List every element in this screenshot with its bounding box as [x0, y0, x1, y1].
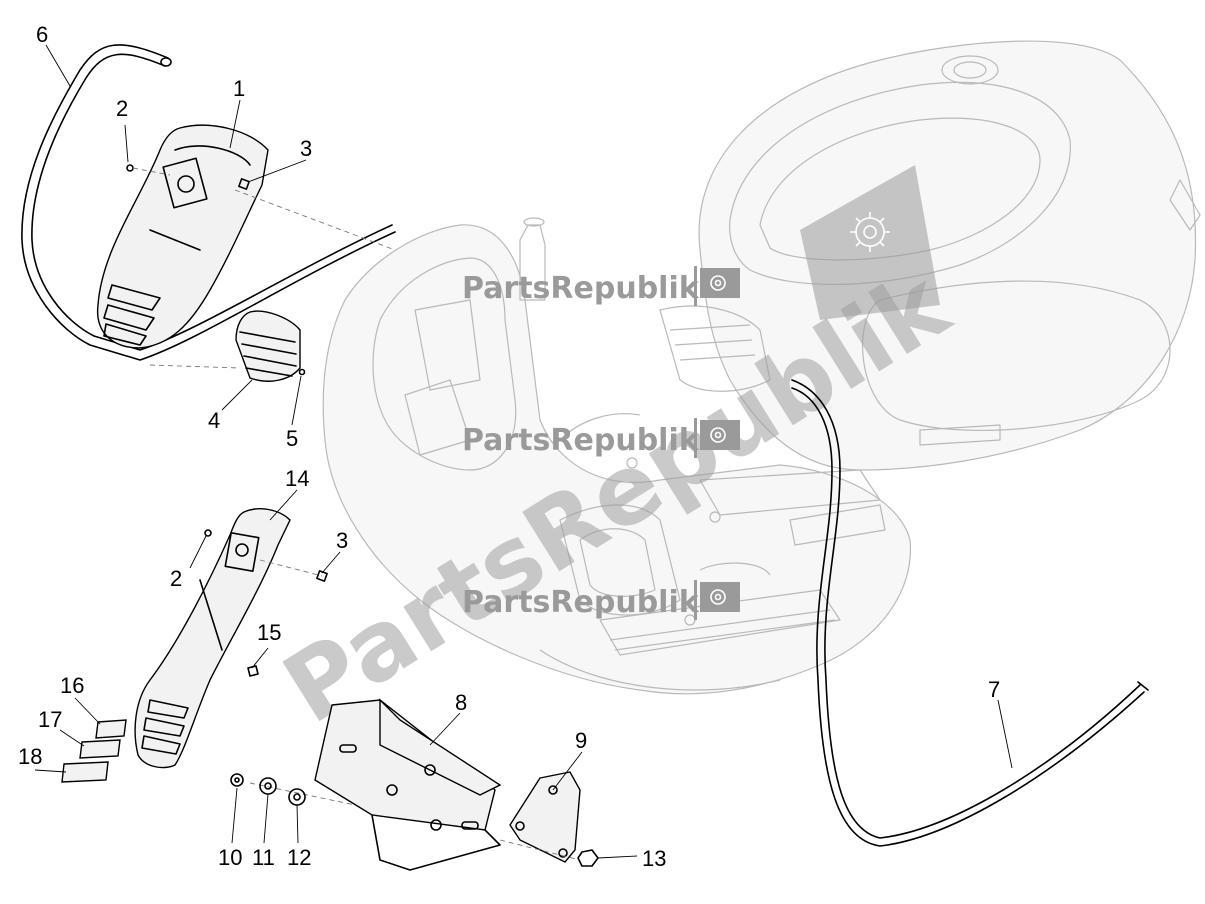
callout-5: 5 [286, 426, 298, 451]
callout-9: 9 [575, 728, 587, 753]
part-2-screw [126, 164, 171, 176]
dash-guide [234, 189, 396, 251]
part-3-nut [316, 570, 328, 582]
leader-lines [34, 44, 1013, 859]
part-13-nut [577, 849, 599, 867]
part-7-edge-trim [791, 379, 1149, 847]
svg-text:PartsRepublik: PartsRepublik [462, 271, 700, 306]
gear-icon [710, 427, 726, 443]
part-5-screw [298, 368, 306, 376]
gear-icon [710, 589, 726, 605]
callout-16: 16 [60, 673, 84, 698]
part-9-plate [509, 771, 581, 863]
watermark-strip-3: PartsRepublik [462, 580, 740, 620]
callout-18: 18 [18, 744, 42, 769]
scooter-body-ghost [322, 40, 1201, 695]
dash-guide [149, 364, 241, 369]
watermark-large-logo [800, 165, 940, 320]
part-18-pad [61, 761, 109, 783]
part-12-washer [288, 788, 306, 806]
gear-icon [710, 275, 726, 291]
part-8-bracket [314, 698, 502, 871]
callout-6: 6 [36, 22, 48, 47]
part-2-screw [204, 529, 212, 537]
callout-2: 2 [116, 96, 128, 121]
svg-text:PartsRepublik: PartsRepublik [462, 423, 700, 458]
svg-text:PartsRepublik: PartsRepublik [462, 585, 700, 620]
part-4-grille [235, 310, 301, 382]
part-10-bolt [230, 773, 244, 787]
callout-10: 10 [218, 845, 242, 870]
callout-14: 14 [285, 466, 309, 491]
callout-3-lower: 3 [336, 528, 348, 553]
callout-12: 12 [287, 845, 311, 870]
callout-labels: 1 2 3 4 5 6 7 8 9 10 11 12 13 14 15 16 1… [18, 22, 1000, 871]
callout-17: 17 [38, 707, 62, 732]
callout-7: 7 [988, 677, 1000, 702]
part-3-nut [238, 178, 250, 190]
dash-guide [259, 559, 323, 577]
callout-4: 4 [208, 408, 220, 433]
callout-1: 1 [233, 76, 245, 101]
watermark-strip-2: PartsRepublik [462, 418, 740, 458]
part-17-pad [79, 739, 121, 759]
gear-icon [850, 212, 890, 252]
part-15-clip [247, 665, 259, 677]
callout-11: 11 [252, 845, 275, 870]
callout-15: 15 [257, 620, 281, 645]
callout-2-lower: 2 [170, 566, 182, 591]
callout-13: 13 [642, 846, 666, 871]
part-16-pad [95, 719, 127, 739]
callout-8: 8 [455, 690, 467, 715]
part-14-horn-trim [134, 508, 291, 769]
watermark-strip-1: PartsRepublik [462, 266, 740, 306]
dash-guide [499, 839, 581, 861]
callout-3: 3 [300, 136, 312, 161]
part-1-horn-cover [96, 124, 269, 349]
part-6-trim-strip [21, 44, 396, 361]
